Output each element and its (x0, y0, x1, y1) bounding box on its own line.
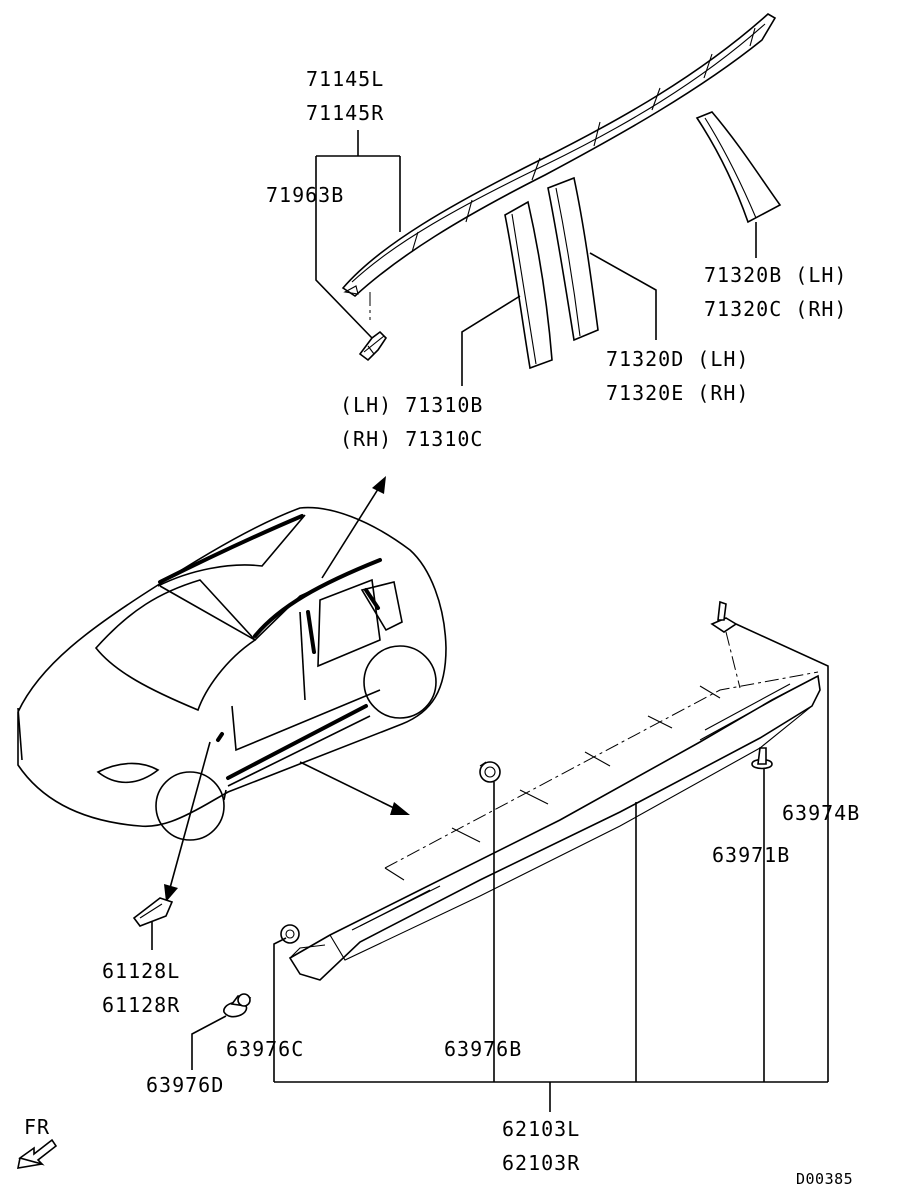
label-71145l: 71145L (306, 67, 384, 91)
leader-lines-lower (151, 623, 829, 1112)
roof-molding-71145 (341, 13, 777, 320)
label-63976c: 63976C (226, 1037, 304, 1061)
label-71310c: (RH) 71310C (340, 427, 483, 451)
pillar-molding-71310 (504, 200, 553, 370)
label-71145r: 71145R (306, 101, 384, 125)
mud-guard-61128 (132, 897, 174, 927)
screw-63971b (751, 747, 773, 770)
clip-63976c (280, 924, 300, 944)
leader-lines-upper (315, 130, 757, 386)
label-71310b: (LH) 71310B (340, 393, 483, 417)
label-63976d: 63976D (146, 1073, 224, 1097)
label-63976b: 63976B (444, 1037, 522, 1061)
label-62103l: 62103L (502, 1117, 580, 1141)
front-direction-label: FR (24, 1115, 50, 1139)
label-71320e: 71320E (RH) (606, 381, 749, 405)
label-71320c: 71320C (RH) (704, 297, 847, 321)
label-63974b: 63974B (782, 801, 860, 825)
label-62103r: 62103R (502, 1151, 580, 1175)
clip-63976b (479, 761, 501, 783)
clip-63976d (223, 993, 252, 1018)
pillar-molding-71320d (547, 176, 599, 342)
label-71320d: 71320D (LH) (606, 347, 749, 371)
pointer-arrows (164, 476, 410, 902)
arrow-icon (16, 1138, 58, 1169)
side-sill-garnish-62103 (288, 631, 821, 981)
pillar-molding-71320b (695, 111, 782, 224)
vehicle (17, 506, 447, 841)
label-71320b: 71320B (LH) (704, 263, 847, 287)
drawing-number: D00385 (796, 1170, 853, 1187)
clip-63974b (710, 600, 738, 633)
label-61128r: 61128R (102, 993, 180, 1017)
label-61128l: 61128L (102, 959, 180, 983)
label-71963b: 71963B (266, 183, 344, 207)
label-63971b: 63971B (712, 843, 790, 867)
clip-71963b (358, 330, 388, 362)
